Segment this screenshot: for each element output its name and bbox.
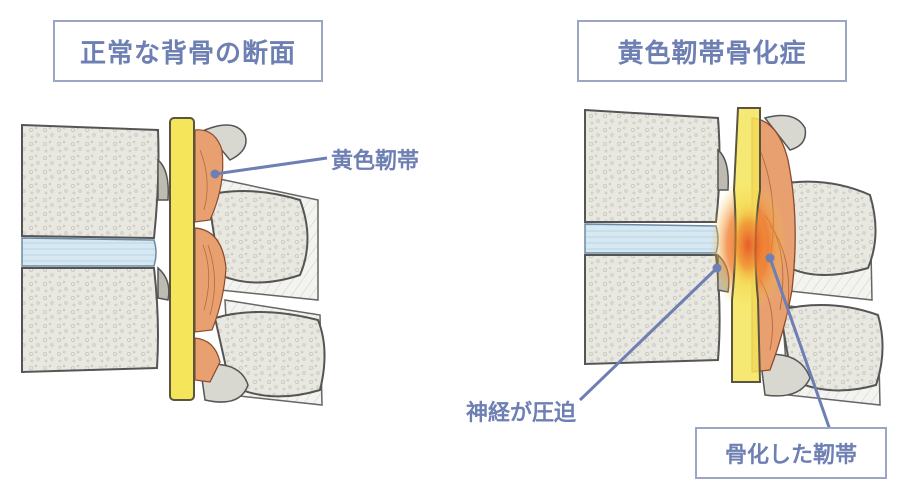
title-ossification: 黄色靭帯骨化症 <box>577 20 847 82</box>
ligamentum-flavum-upper <box>194 129 224 223</box>
intervertebral-disc <box>21 237 157 267</box>
nerve-pointer <box>578 266 719 402</box>
label-ligamentum-flavum: 黄色靭帯 <box>331 149 420 174</box>
ossified-spine <box>578 107 884 431</box>
lamina-middle <box>206 190 309 284</box>
label-nerve-compressed: 神経が圧迫 <box>466 401 577 426</box>
lamina-upper <box>203 124 247 161</box>
spinal-cord <box>169 117 195 401</box>
ligament-pointer <box>214 156 328 176</box>
title-normal-spine: 正常な背骨の断面 <box>53 20 323 82</box>
vertebral-body-lower <box>21 267 159 374</box>
ligamentum-flavum-middle <box>194 227 227 333</box>
ossified-pointer <box>768 257 832 431</box>
vertebral-body-upper <box>21 123 160 240</box>
normal-spine <box>21 117 328 406</box>
label-ossified-ligament: 骨化した靭帯 <box>695 427 887 479</box>
ligamentum-flavum-lower <box>194 337 221 383</box>
